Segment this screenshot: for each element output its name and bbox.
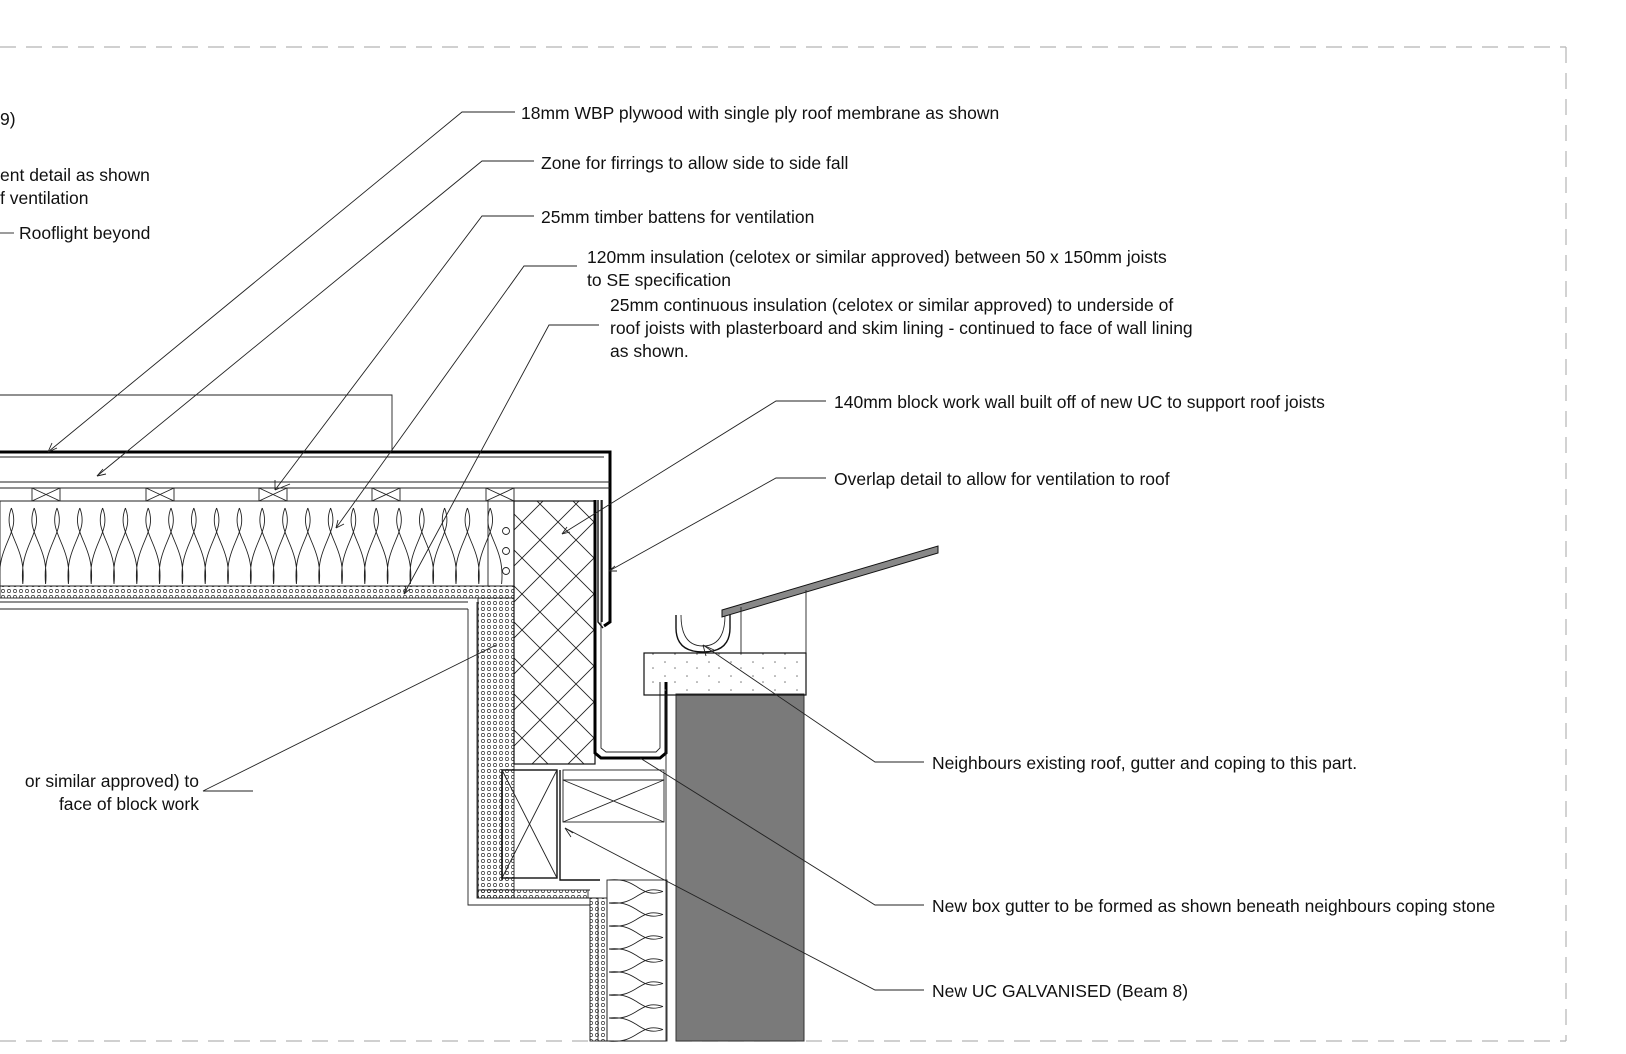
ceiling-lining	[0, 585, 515, 610]
leader-arrowheads	[47, 442, 715, 838]
label-partial-top: 9)	[0, 109, 16, 129]
block-work-wall	[513, 500, 596, 765]
cavity-insulation	[606, 879, 668, 1042]
label-overlap: Overlap detail to allow for ventilation …	[834, 469, 1170, 489]
label-neighbours: Neighbours existing roof, gutter and cop…	[932, 753, 1357, 773]
wall-lining	[467, 597, 608, 1042]
label-uc-beam: New UC GALVANISED (Beam 8)	[932, 981, 1188, 1001]
label-partial-wall-1: or similar approved) to	[25, 771, 199, 791]
neighbours-wall	[665, 693, 805, 1042]
label-continuous-3: as shown.	[610, 341, 689, 361]
roof-membrane	[0, 450, 612, 628]
label-partial-wall-2: face of block work	[59, 794, 199, 814]
overlap-flashing	[597, 500, 604, 629]
label-continuous-1: 25mm continuous insulation (celotex or s…	[610, 295, 1173, 315]
leader-lines	[0, 111, 924, 991]
rooflight-outline	[0, 394, 393, 452]
label-partial-vent-2: f ventilation	[0, 188, 89, 208]
label-battens: 25mm timber battens for ventilation	[541, 207, 814, 227]
label-insulation-2: to SE specification	[587, 270, 731, 290]
joist-insulation	[0, 500, 515, 587]
label-blockwork: 140mm block work wall built off of new U…	[834, 392, 1325, 412]
label-partial-vent-1: ent detail as shown	[0, 165, 150, 185]
annotation-labels: 9) ent detail as shown f ventilation Roo…	[0, 103, 1495, 1001]
label-box-gutter: New box gutter to be formed as shown ben…	[932, 896, 1495, 916]
firrings-zone	[0, 481, 610, 489]
label-continuous-2: roof joists with plasterboard and skim l…	[610, 318, 1193, 338]
uc-beam	[501, 769, 665, 881]
coping-stone	[643, 652, 807, 696]
label-plywood: 18mm WBP plywood with single ply roof me…	[521, 103, 999, 123]
label-insulation-1: 120mm insulation (celotex or similar app…	[587, 247, 1167, 267]
box-gutter	[593, 500, 668, 760]
label-firrings: Zone for firrings to allow side to side …	[541, 153, 848, 173]
label-rooflight: Rooflight beyond	[19, 223, 150, 243]
timber-battens	[0, 487, 515, 502]
neighbours-roof	[721, 545, 939, 653]
